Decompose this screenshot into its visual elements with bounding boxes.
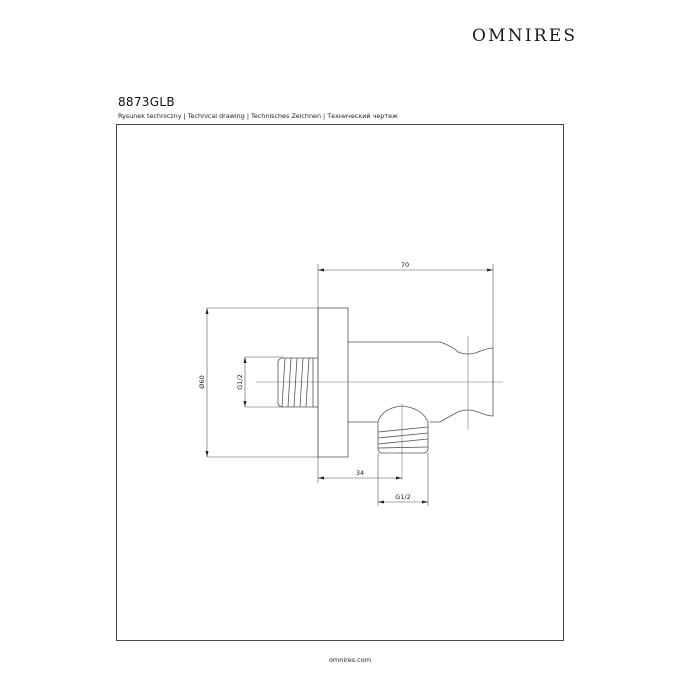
dim-outlet-thread: G1/2 [395,493,411,501]
dim-flange-diameter: Ø60 [198,375,206,388]
dim-outlet-offset: 34 [356,469,364,477]
product-code: 8873GLB [118,95,175,109]
brand-logo: OMNIRES [472,26,578,46]
dim-inlet-thread: G1/2 [236,374,244,390]
drawing-frame [116,124,564,641]
dim-overall-length: 70 [401,261,409,269]
body-tube [348,341,494,423]
drawing-subtitle: Rysunek techniczny | Technical drawing |… [118,112,398,120]
wall-flange [317,307,349,458]
outlet-elbow [377,405,429,454]
footer-website[interactable]: omnires.com [328,656,372,664]
